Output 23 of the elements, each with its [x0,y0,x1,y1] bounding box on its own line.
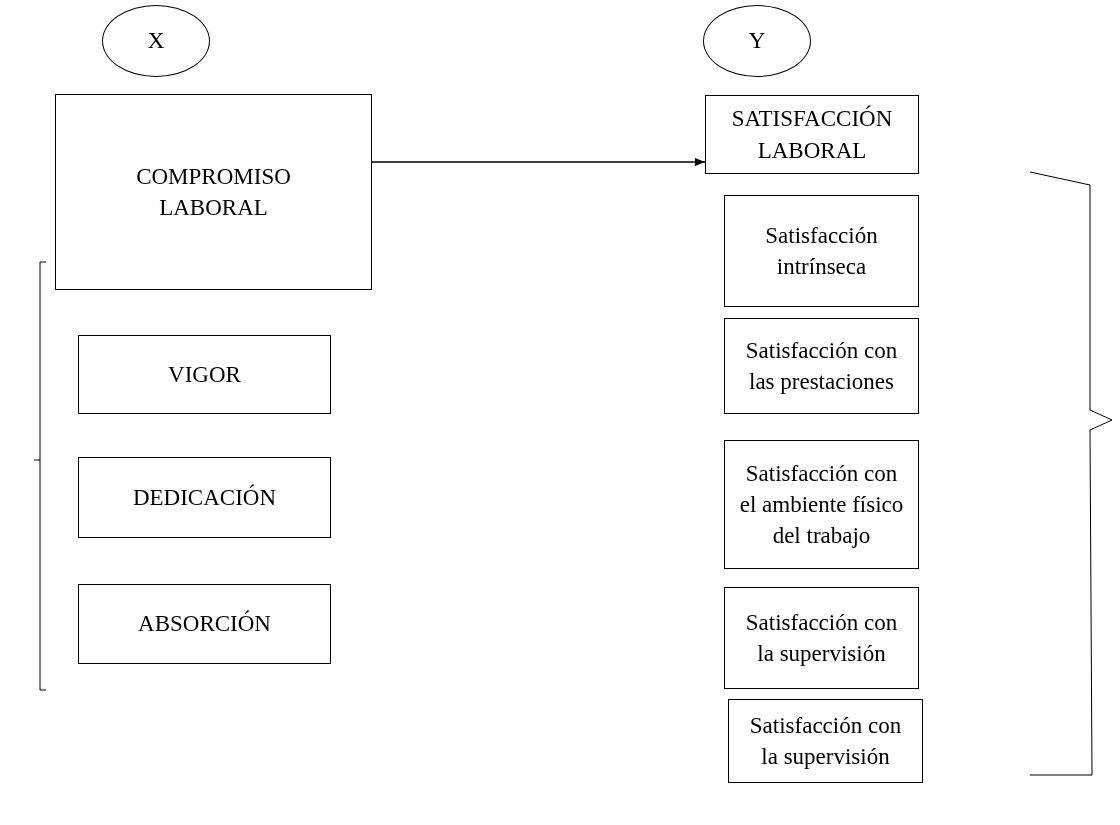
concept-box [55,94,372,290]
node-text: Satisfacción intrínseca [764,221,879,281]
concept-box [724,587,919,689]
concept-box [724,318,919,414]
concept-box [78,584,331,664]
node-text: ABSORCIÓN [138,609,271,639]
node-text: Satisfacción con la supervisión [744,608,899,668]
concept-box [724,195,919,307]
concept-box [724,440,919,569]
node-text: Satisfacción con el ambiente físico del trabajo [738,459,905,550]
node-text: DEDICACIÓN [132,483,277,512]
node-text: SATISFACCIÓN LABORAL [730,104,894,165]
node-text: Satisfacción con la supervisión [748,711,903,771]
node-text: COMPROMISO LABORAL [136,162,291,222]
arrow [371,158,706,166]
concept-box [728,699,923,783]
concept-box [705,95,919,174]
concept-box [78,335,331,414]
node-text: Satisfacción con las prestaciones [744,336,899,396]
concept-box [78,457,331,538]
node-text: Y [748,27,766,56]
node-text: VIGOR [168,360,241,389]
node-text: X [147,27,165,56]
